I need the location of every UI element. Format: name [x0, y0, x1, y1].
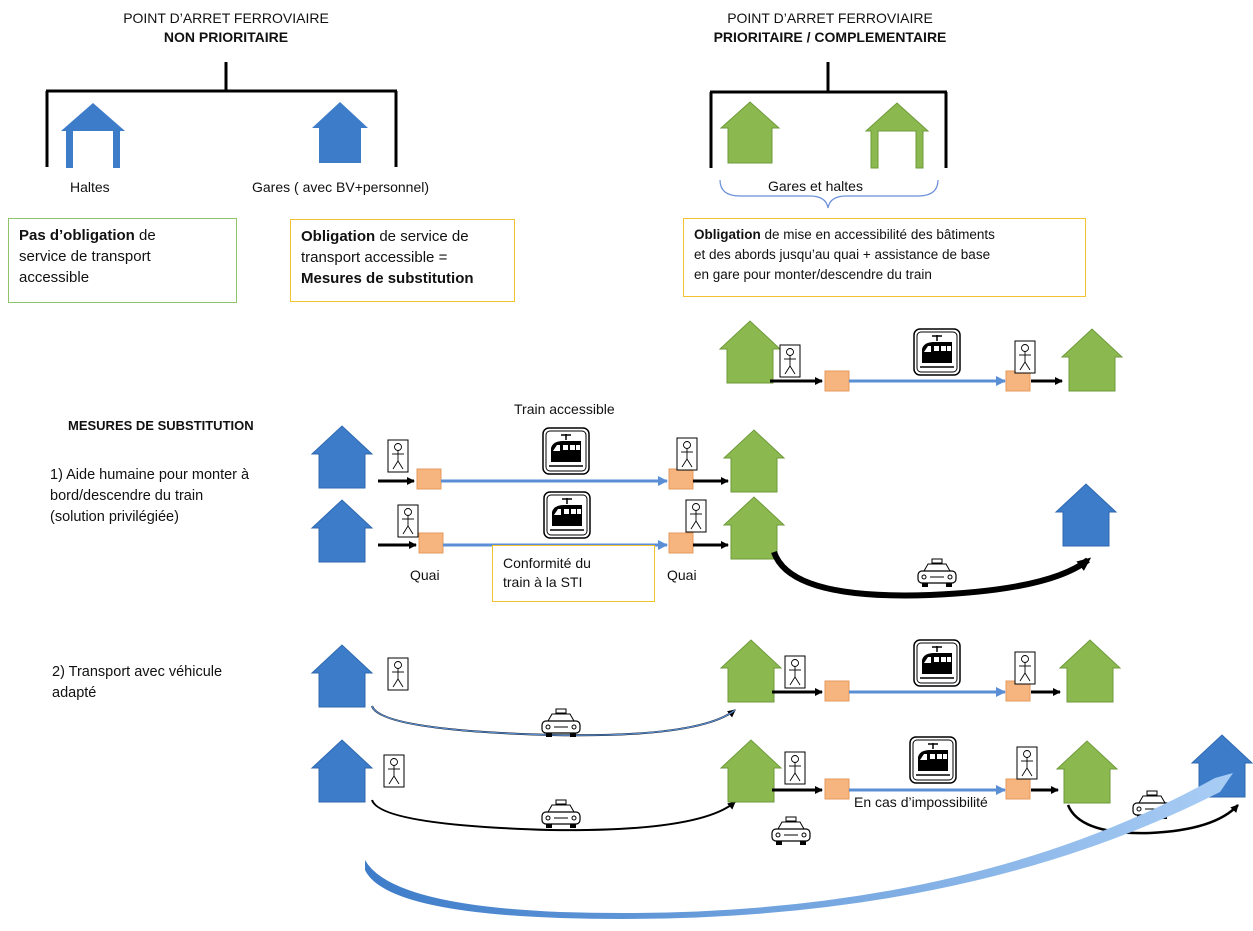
conformite-line2: train à la STI: [503, 574, 583, 590]
box-pas-obligation: Pas d’obligation de service de transport…: [8, 218, 237, 303]
train-icon-b: [542, 427, 590, 475]
station-green-a2: [1060, 328, 1124, 392]
box-obligation-mise: Obligation de mise en accessibilité des …: [683, 218, 1086, 297]
station-blue-c1: [310, 499, 374, 563]
item2-line1: 2) Transport avec véhicule: [52, 664, 223, 680]
person-icon-d2b: [1014, 651, 1036, 685]
train-icon-c: [543, 491, 591, 539]
platform-e2: [1005, 778, 1031, 800]
header-non-priority-line1: POINT D’ARRET FERROVIAIRE: [123, 10, 329, 26]
platform-a1: [824, 370, 850, 392]
train-icon-e: [909, 736, 957, 784]
person-icon-e2: [784, 751, 806, 785]
station-blue-b1: [310, 425, 374, 489]
person-icon-b2: [676, 437, 698, 471]
obligation-service-rest1: de service de: [375, 228, 469, 245]
person-icon-e1: [383, 754, 405, 788]
person-icon-d2: [784, 655, 806, 689]
bracket-priority: [709, 62, 948, 168]
taxi-icon-fallback: [771, 816, 811, 845]
label-haltes: Haltes: [70, 179, 110, 195]
label-quai-right: Quai: [667, 567, 697, 583]
train-icon-d: [913, 639, 961, 687]
mesures-title: MESURES DE SUBSTITUTION: [68, 418, 254, 433]
station-blue-d1: [310, 644, 374, 708]
taxi-icon-e: [541, 799, 581, 828]
obligation-service-line2: transport accessible =: [301, 249, 448, 266]
station-blue-c3: [1054, 483, 1118, 547]
station-green-d3: [1058, 639, 1122, 703]
bracket-non-priority: [45, 62, 398, 167]
pas-obligation-rest3: accessible: [19, 269, 90, 286]
station-green-b2: [722, 429, 786, 493]
station-blue-e1: [310, 739, 374, 803]
item1-line1: 1) Aide humaine pour monter à: [50, 467, 250, 483]
header-priority-line2: PRIORITAIRE / COMPLEMENTAIRE: [713, 29, 947, 45]
pas-obligation-bold: Pas d’obligation: [19, 227, 135, 244]
halte-icon-blue: [61, 103, 125, 168]
station-green-d2: [719, 639, 783, 703]
item1-text: 1) Aide humaine pour monter à bord/desce…: [50, 465, 249, 528]
item2-line2: adapté: [52, 685, 97, 701]
obligation-mise-bold: Obligation: [694, 227, 761, 242]
person-icon-a1: [779, 344, 801, 378]
label-quai-left: Quai: [410, 567, 440, 583]
station-green-e3: [1055, 740, 1119, 804]
taxi-route-e: [371, 799, 736, 832]
label-train-accessible: Train accessible: [514, 401, 615, 417]
header-non-priority-line2: NON PRIORITAIRE: [163, 29, 289, 45]
flow-elements: [310, 320, 1253, 919]
platform-b1: [416, 468, 442, 490]
platform-b2: [668, 468, 694, 490]
obligation-mise-line3: en gare pour monter/descendre du train: [694, 267, 932, 282]
station-blue-e4: [1190, 734, 1253, 798]
label-gares: Gares ( avec BV+personnel): [252, 179, 430, 195]
person-icon-c1: [397, 504, 419, 538]
station-green-e2: [719, 739, 783, 803]
platform-c2: [668, 532, 694, 554]
header-priority: POINT D’ARRET FERROVIAIRE PRIORITAIRE / …: [670, 9, 990, 47]
taxi-route-e2: [1066, 804, 1239, 835]
gare-icon-blue: [312, 102, 368, 163]
header-non-priority: POINT D’ARRET FERROVIAIRE NON PRIORITAIR…: [96, 9, 356, 47]
obligation-service-line3: Mesures de substitution: [301, 270, 474, 287]
platform-a2: [1005, 370, 1031, 392]
person-icon-b1: [387, 439, 409, 473]
taxi-icon-c: [917, 558, 957, 587]
item1-line2: bord/descendre du train: [50, 488, 204, 504]
label-en-cas: En cas d’impossibilité: [854, 794, 988, 810]
taxi-icon-d: [541, 708, 581, 737]
platform-c1: [418, 532, 444, 554]
box-obligation-service: Obligation de service de transport acces…: [290, 219, 515, 302]
header-priority-line1: POINT D’ARRET FERROVIAIRE: [727, 10, 933, 26]
pas-obligation-rest1: de: [134, 227, 156, 244]
halte-icon-green: [864, 102, 930, 169]
station-green-c2: [722, 496, 786, 560]
label-gares-et-haltes: Gares et haltes: [768, 178, 863, 194]
person-icon-a2: [1014, 340, 1036, 374]
obligation-service-bold: Obligation: [301, 228, 376, 245]
person-icon-c2: [685, 499, 707, 533]
train-icon-a: [913, 328, 961, 376]
gare-icon-green: [719, 101, 781, 164]
box-conformite: Conformité du train à la STI: [492, 545, 655, 602]
person-icon-e2b: [1016, 746, 1038, 780]
taxi-route-c: [771, 550, 1092, 599]
obligation-mise-line2: et des abords jusqu’au quai + assistance…: [694, 247, 991, 262]
platform-e1: [824, 778, 850, 800]
fallback-route-sweep: [365, 773, 1233, 919]
platform-d1: [824, 680, 850, 702]
item1-line3: (solution privilégiée): [50, 509, 179, 525]
conformite-line1: Conformité du: [503, 555, 591, 571]
station-green-a1: [718, 320, 782, 384]
pas-obligation-rest2: service de transport: [19, 248, 151, 265]
obligation-mise-rest1: de mise en accessibilité des bâtiments: [760, 227, 995, 242]
person-icon-d1: [387, 657, 409, 691]
item2-text: 2) Transport avec véhicule adapté: [52, 662, 222, 704]
brace-gares-haltes: [719, 179, 939, 209]
